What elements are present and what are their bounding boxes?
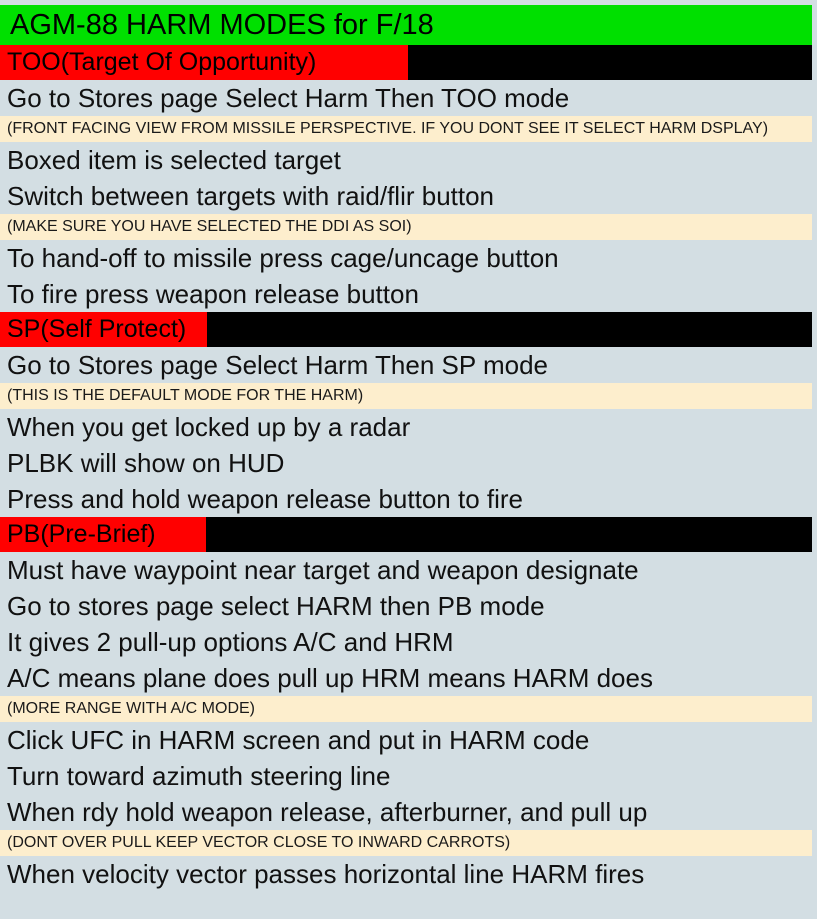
- section-header-too: TOO(Target Of Opportunity): [0, 45, 812, 80]
- note-text: (MAKE SURE YOU HAVE SELECTED THE DDI AS …: [7, 218, 412, 235]
- note-text: (FRONT FACING VIEW FROM MISSILE PERSPECT…: [7, 120, 769, 137]
- instruction-text: When velocity vector passes horizontal l…: [7, 859, 645, 889]
- instruction-line: Go to stores page select HARM then PB mo…: [0, 588, 812, 624]
- note-line: (THIS IS THE DEFAULT MODE FOR THE HARM): [0, 383, 812, 409]
- instruction-line: Switch between targets with raid/flir bu…: [0, 178, 812, 214]
- note-line: (DONT OVER PULL KEEP VECTOR CLOSE TO INW…: [0, 830, 812, 856]
- instruction-line: When you get locked up by a radar: [0, 409, 812, 445]
- instruction-text: When you get locked up by a radar: [7, 412, 411, 442]
- note-text: (THIS IS THE DEFAULT MODE FOR THE HARM): [7, 387, 364, 404]
- instruction-line: When velocity vector passes horizontal l…: [0, 856, 812, 892]
- section-title-too: TOO(Target Of Opportunity): [7, 48, 317, 76]
- instruction-line: When rdy hold weapon release, afterburne…: [0, 794, 812, 830]
- instruction-line: To fire press weapon release button: [0, 276, 812, 312]
- instruction-text: A/C means plane does pull up HRM means H…: [7, 663, 653, 693]
- section-header-sp: SP(Self Protect): [0, 312, 812, 347]
- note-line: (MAKE SURE YOU HAVE SELECTED THE DDI AS …: [0, 214, 812, 240]
- instruction-text: Boxed item is selected target: [7, 145, 341, 175]
- section-chip-too: TOO(Target Of Opportunity): [0, 45, 408, 80]
- note-line: (MORE RANGE WITH A/C MODE): [0, 696, 812, 722]
- instruction-line: Boxed item is selected target: [0, 142, 812, 178]
- instruction-text: To hand-off to missile press cage/uncage…: [7, 243, 559, 273]
- section-header-pb: PB(Pre-Brief): [0, 517, 812, 552]
- instruction-text: Click UFC in HARM screen and put in HARM…: [7, 725, 590, 755]
- instruction-line: To hand-off to missile press cage/uncage…: [0, 240, 812, 276]
- instruction-text: PLBK will show on HUD: [7, 448, 285, 478]
- page-title: AGM-88 HARM MODES for F/18: [10, 8, 434, 41]
- section-title-pb: PB(Pre-Brief): [7, 520, 156, 548]
- instruction-text: Switch between targets with raid/flir bu…: [7, 181, 495, 211]
- note-line: (FRONT FACING VIEW FROM MISSILE PERSPECT…: [0, 116, 812, 142]
- instruction-text: Go to Stores page Select Harm Then SP mo…: [7, 350, 548, 380]
- instruction-line: Must have waypoint near target and weapo…: [0, 552, 812, 588]
- instruction-line: Go to Stores page Select Harm Then TOO m…: [0, 80, 812, 116]
- instruction-line: It gives 2 pull-up options A/C and HRM: [0, 624, 812, 660]
- section-chip-sp: SP(Self Protect): [0, 312, 207, 347]
- instruction-text: Must have waypoint near target and weapo…: [7, 555, 639, 585]
- page-title-bar: AGM-88 HARM MODES for F/18: [0, 5, 812, 45]
- instruction-text: Go to stores page select HARM then PB mo…: [7, 591, 545, 621]
- instruction-line: A/C means plane does pull up HRM means H…: [0, 660, 812, 696]
- instruction-line: Click UFC in HARM screen and put in HARM…: [0, 722, 812, 758]
- instruction-line: Go to Stores page Select Harm Then SP mo…: [0, 347, 812, 383]
- instruction-text: When rdy hold weapon release, afterburne…: [7, 797, 648, 827]
- section-chip-pb: PB(Pre-Brief): [0, 517, 206, 552]
- note-text: (MORE RANGE WITH A/C MODE): [7, 700, 255, 717]
- instruction-text: Press and hold weapon release button to …: [7, 484, 524, 514]
- instruction-text: Turn toward azimuth steering line: [7, 761, 391, 791]
- instruction-line: Turn toward azimuth steering line: [0, 758, 812, 794]
- instruction-line: Press and hold weapon release button to …: [0, 481, 812, 517]
- instruction-text: To fire press weapon release button: [7, 279, 419, 309]
- section-title-sp: SP(Self Protect): [7, 315, 187, 343]
- note-text: (DONT OVER PULL KEEP VECTOR CLOSE TO INW…: [7, 834, 511, 851]
- instruction-text: It gives 2 pull-up options A/C and HRM: [7, 627, 454, 657]
- instruction-text: Go to Stores page Select Harm Then TOO m…: [7, 83, 570, 113]
- instruction-line: PLBK will show on HUD: [0, 445, 812, 481]
